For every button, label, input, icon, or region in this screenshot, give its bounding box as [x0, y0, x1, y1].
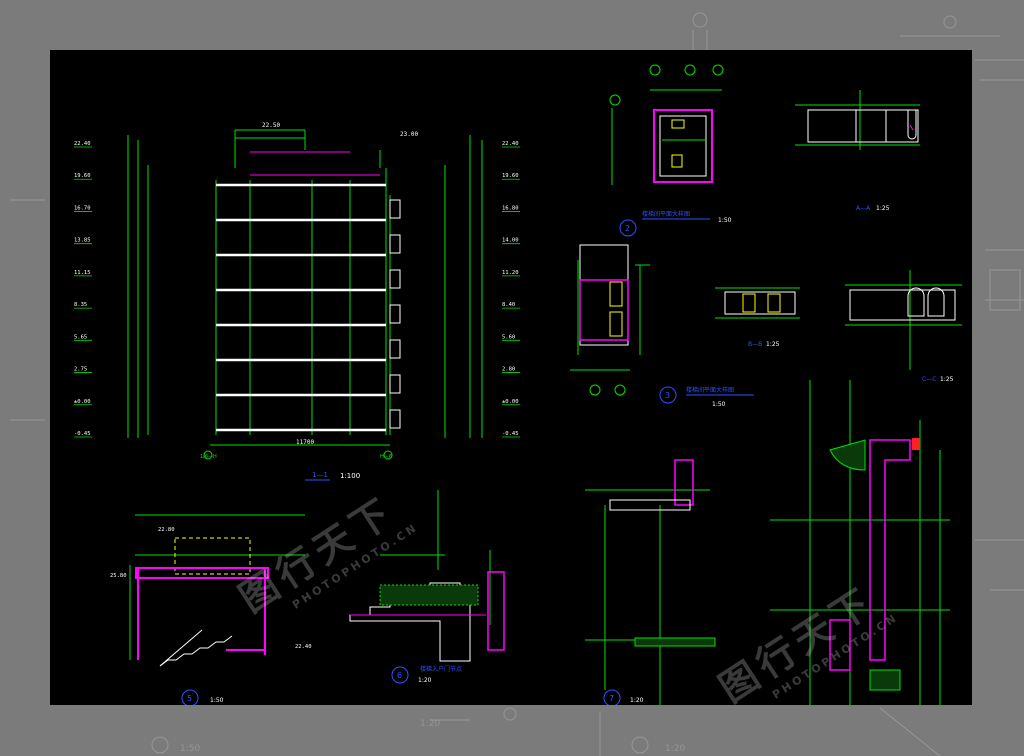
- detail-3-title: 楼梯间平面大样图: [686, 386, 734, 394]
- balcony-rail: [389, 304, 401, 324]
- detail-2-number: 2: [625, 224, 630, 233]
- balcony-rail: [389, 269, 401, 289]
- level-label: 19.60: [74, 173, 91, 179]
- level-label: -0.45: [74, 431, 91, 437]
- level-label: 11.15: [74, 270, 91, 276]
- roof-top-level: 23.00: [400, 131, 418, 138]
- cad-drawing-sheet: 22.40 19.60 16.70 13.85 11.15 8.35 5.65 2.75 ±0.…: [50, 50, 972, 711]
- detail-b-scale: 1:25: [766, 341, 780, 348]
- level-label: ±0.00: [74, 399, 91, 405]
- axis-label-left: 1/6—H: [200, 454, 217, 460]
- level-label: 16.80: [502, 205, 519, 211]
- detail-6-scale: 1:20: [418, 677, 432, 684]
- level-label: 8.40: [502, 302, 515, 308]
- axis-label-right: H—6: [380, 454, 392, 460]
- detail-5-level-top: 22.80: [158, 527, 175, 533]
- level-label: 16.70: [74, 205, 91, 211]
- detail-canopy-section: [770, 380, 950, 705]
- detail-3-scale: 1:50: [712, 401, 726, 408]
- balcony-rail: [389, 199, 401, 219]
- level-label: -0.45: [502, 431, 519, 437]
- detail-6-title: 楼梯入户门节点: [420, 665, 462, 673]
- detail-a-scale: 1:25: [876, 205, 890, 212]
- level-label: 22.40: [502, 141, 519, 147]
- balcony-rail: [389, 339, 401, 359]
- level-label: 22.40: [74, 141, 91, 147]
- section-scale: 1:100: [340, 472, 360, 480]
- balcony-rail: [389, 409, 401, 429]
- detail-b-b: B—B 1:25: [715, 287, 800, 348]
- detail-b-title: B—B: [748, 341, 762, 348]
- detail-6-number: 6: [397, 671, 402, 680]
- detail-5-number: 5: [187, 694, 192, 703]
- cad-canvas: 22.40 19.60 16.70 13.85 11.15 8.35 5.65 2.75 ±0.…: [74, 64, 962, 705]
- level-label: 5.60: [502, 334, 515, 340]
- detail-7-section: 7 1:20: [585, 459, 716, 705]
- detail-5-level-left: 25.80: [110, 573, 127, 579]
- total-width: 11700: [296, 439, 314, 446]
- level-label: 2.80: [502, 367, 515, 373]
- detail-7-scale: 1:20: [630, 697, 644, 704]
- faint-scale-left: 1:50: [180, 744, 200, 754]
- faint-scale-mid: 1:20: [420, 719, 440, 729]
- detail-3-number: 3: [665, 391, 670, 400]
- level-label: 14.00: [502, 238, 519, 244]
- level-label: ±0.00: [502, 399, 519, 405]
- detail-2-scale: 1:50: [718, 217, 732, 224]
- detail-c-c: C—C 1:25: [845, 270, 962, 383]
- faint-scale-right: 1:20: [665, 744, 685, 754]
- level-label: 5.65: [74, 334, 87, 340]
- level-label: 19.60: [502, 173, 519, 179]
- detail-c-title: C—C: [922, 376, 936, 383]
- detail-a-title: A—A: [856, 205, 871, 212]
- detail-5-scale: 1:50: [210, 697, 224, 704]
- detail-2-title: 楼梯间平面大样图: [642, 210, 690, 218]
- roof-dim: 22.50: [262, 122, 280, 129]
- section-title: 1—1: [312, 471, 328, 479]
- balcony-rail: [389, 234, 401, 254]
- section-1-1: 22.40 19.60 16.70 13.85 11.15 8.35 5.65 2.75 ±0.…: [74, 122, 520, 481]
- level-label: 13.85: [74, 238, 91, 244]
- detail-5-level-bottom: 22.40: [295, 644, 312, 650]
- detail-5-section: 22.80 25.80 22.40 5 1:50: [110, 514, 312, 705]
- balcony-rail: [389, 374, 401, 394]
- detail-c-scale: 1:25: [940, 376, 954, 383]
- detail-a-a: A—A 1:25: [795, 90, 920, 212]
- detail-3-plan: 3 楼梯间平面大样图 1:50: [570, 244, 754, 408]
- level-label: 11.20: [502, 270, 519, 276]
- detail-2-plan: 2 楼梯间平面大样图 1:50: [609, 64, 732, 237]
- detail-7-number: 7: [609, 694, 614, 703]
- level-label: 8.35: [74, 302, 87, 308]
- detail-6-section: 6 楼梯入户门节点 1:20: [349, 490, 505, 684]
- level-label: 2.75: [74, 367, 87, 373]
